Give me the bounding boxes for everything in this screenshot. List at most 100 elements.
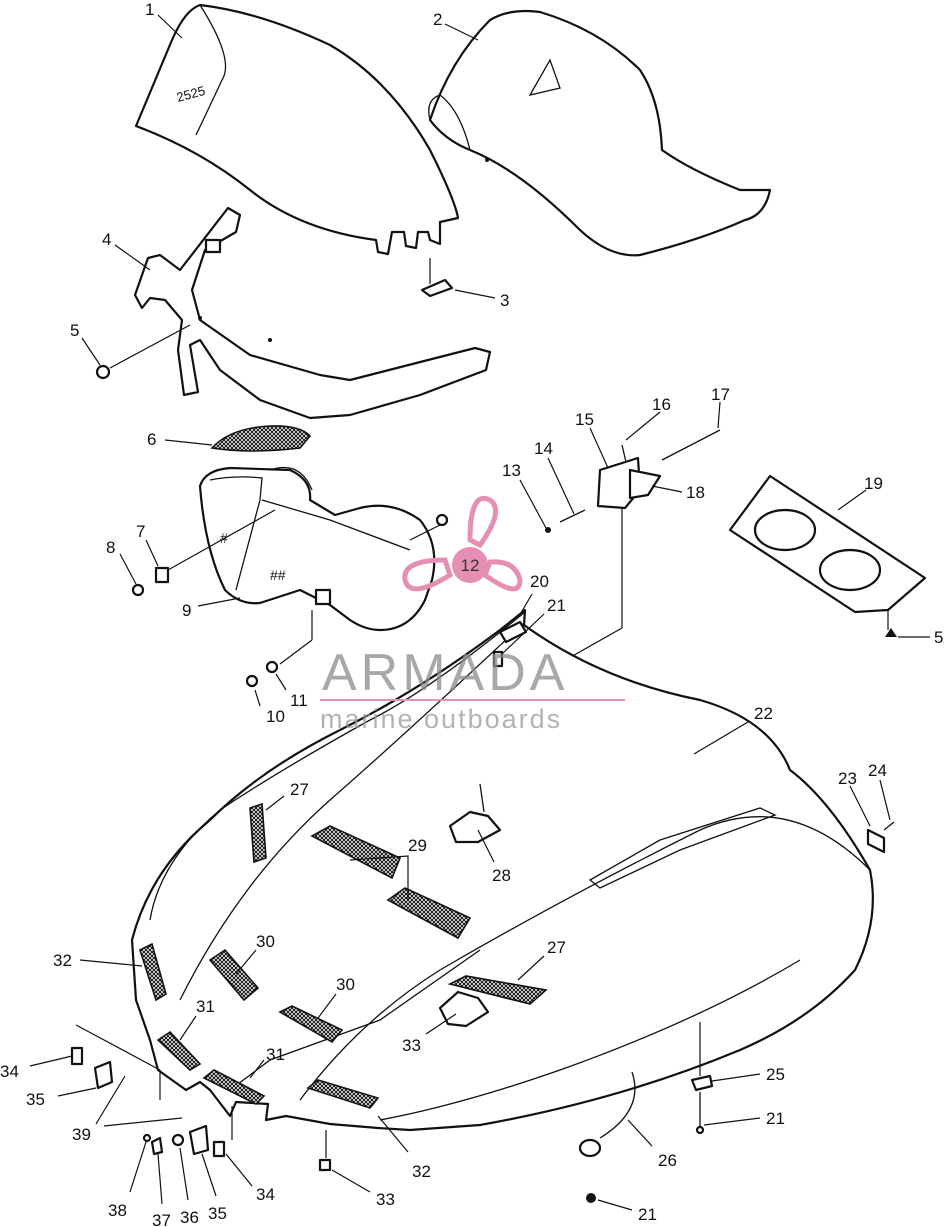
part-screw-21-right bbox=[695, 1092, 705, 1135]
callout-38: 38 bbox=[108, 1141, 147, 1220]
svg-text:11: 11 bbox=[290, 691, 308, 710]
callout-9: 9 bbox=[182, 597, 241, 620]
svg-text:38: 38 bbox=[108, 1201, 127, 1220]
svg-text:20: 20 bbox=[530, 572, 549, 591]
callout-19: 19 bbox=[837, 474, 883, 511]
grille-32-right bbox=[306, 1079, 380, 1109]
part-clip-20 bbox=[498, 620, 528, 644]
callout-30a: 30 bbox=[235, 932, 275, 975]
svg-text:13: 13 bbox=[502, 461, 521, 480]
svg-text:21: 21 bbox=[766, 1109, 785, 1128]
watermark-tagline: marine outboards bbox=[320, 704, 562, 734]
svg-text:1: 1 bbox=[145, 0, 154, 19]
svg-text:8: 8 bbox=[106, 538, 115, 557]
svg-text:30: 30 bbox=[256, 932, 275, 951]
part-cover-33-upper bbox=[438, 990, 490, 1028]
svg-text:36: 36 bbox=[180, 1208, 199, 1227]
watermark-logo: 12 bbox=[402, 495, 523, 592]
part-clip-35-left bbox=[93, 1060, 114, 1090]
callout-18: 18 bbox=[651, 483, 705, 502]
svg-text:31: 31 bbox=[266, 1045, 285, 1064]
part-cable-26 bbox=[578, 1071, 636, 1158]
part-clip-25 bbox=[690, 1022, 714, 1092]
callout-5b: 5 bbox=[898, 628, 943, 647]
callout-7: 7 bbox=[136, 522, 159, 567]
callout-28: 28 bbox=[477, 829, 511, 885]
callout-35a: 35 bbox=[26, 1087, 97, 1109]
svg-text:21: 21 bbox=[547, 596, 566, 615]
svg-text:32: 32 bbox=[53, 951, 72, 970]
callout-33a: 33 bbox=[402, 1013, 457, 1055]
callout-15: 15 bbox=[575, 410, 609, 469]
watermark-logo-number: 12 bbox=[461, 556, 480, 575]
svg-text:19: 19 bbox=[864, 474, 883, 493]
part-clip-33-lower bbox=[318, 1130, 332, 1172]
svg-text:14: 14 bbox=[534, 439, 553, 458]
callout-27b: 27 bbox=[517, 938, 566, 981]
grille-32-left bbox=[139, 942, 167, 1002]
svg-text:16: 16 bbox=[652, 395, 671, 414]
grille-30-upper bbox=[208, 948, 260, 1002]
part-hood bbox=[130, 608, 874, 1132]
svg-text:29: 29 bbox=[408, 836, 427, 855]
callout-1: 1 bbox=[145, 0, 183, 39]
part-washer-8 bbox=[131, 583, 145, 597]
svg-text:10: 10 bbox=[266, 707, 285, 726]
part-screw-12 bbox=[409, 513, 449, 541]
callout-39: 39 bbox=[72, 1075, 183, 1144]
part-cover-28 bbox=[448, 783, 502, 844]
svg-text:2525: 2525 bbox=[175, 83, 207, 105]
svg-text:18: 18 bbox=[686, 483, 705, 502]
callout-14: 14 bbox=[534, 439, 575, 515]
callout-33b: 33 bbox=[331, 1169, 395, 1209]
grille-31-lower bbox=[202, 1069, 266, 1105]
callout-34b: 34 bbox=[225, 1153, 275, 1204]
grille-31-left bbox=[156, 1030, 202, 1071]
callout-6: 6 bbox=[147, 430, 213, 449]
grille-27-upper bbox=[249, 802, 267, 864]
part-screw-5a bbox=[95, 324, 191, 380]
svg-text:33: 33 bbox=[402, 1036, 421, 1055]
part-washer-11 bbox=[265, 610, 313, 674]
callout-34a: 34 bbox=[0, 1055, 73, 1081]
callout-2: 2 bbox=[433, 10, 479, 41]
svg-text:30: 30 bbox=[336, 975, 355, 994]
grille-30-lower bbox=[278, 1005, 344, 1044]
svg-text:35: 35 bbox=[26, 1090, 45, 1109]
svg-text:4: 4 bbox=[102, 230, 111, 249]
callout-31a: 31 bbox=[179, 997, 215, 1041]
callout-4: 4 bbox=[102, 230, 151, 271]
callout-21c: 21 bbox=[597, 1199, 657, 1224]
callout-13: 13 bbox=[502, 461, 547, 529]
grille-29-upper bbox=[310, 825, 402, 880]
part-nut-7 bbox=[154, 509, 276, 584]
callout-32a: 32 bbox=[53, 951, 143, 970]
part-clip-35-right bbox=[188, 1124, 210, 1156]
svg-text:15: 15 bbox=[575, 410, 594, 429]
svg-text:5: 5 bbox=[934, 628, 943, 647]
callout-32b: 32 bbox=[377, 1115, 431, 1181]
svg-text:21: 21 bbox=[638, 1205, 657, 1224]
svg-text:26: 26 bbox=[658, 1151, 677, 1170]
part-screw-21-bottom bbox=[586, 1193, 596, 1203]
callout-10: 10 bbox=[254, 689, 285, 726]
callout-26: 26 bbox=[627, 1119, 677, 1170]
watermark-brand: ARMADA bbox=[322, 644, 568, 702]
svg-text:17: 17 bbox=[711, 385, 730, 404]
watermark: 12 ARMADA marine outboards bbox=[320, 495, 625, 734]
svg-text:##: ## bbox=[270, 567, 286, 583]
part-bracket-23 bbox=[866, 821, 895, 854]
svg-text:27: 27 bbox=[547, 938, 566, 957]
callout-11: 11 bbox=[275, 673, 308, 710]
svg-text:7: 7 bbox=[136, 522, 145, 541]
part-pin-38 bbox=[142, 1133, 152, 1143]
callout-24: 24 bbox=[868, 761, 891, 821]
callout-16: 16 bbox=[625, 395, 671, 441]
callout-8: 8 bbox=[106, 538, 137, 585]
part-screw-5b bbox=[885, 628, 897, 637]
callout-20: 20 bbox=[517, 572, 549, 619]
svg-text:34: 34 bbox=[256, 1185, 275, 1204]
callout-35b: 35 bbox=[201, 1153, 227, 1223]
part-clip-34-right bbox=[212, 1106, 233, 1158]
